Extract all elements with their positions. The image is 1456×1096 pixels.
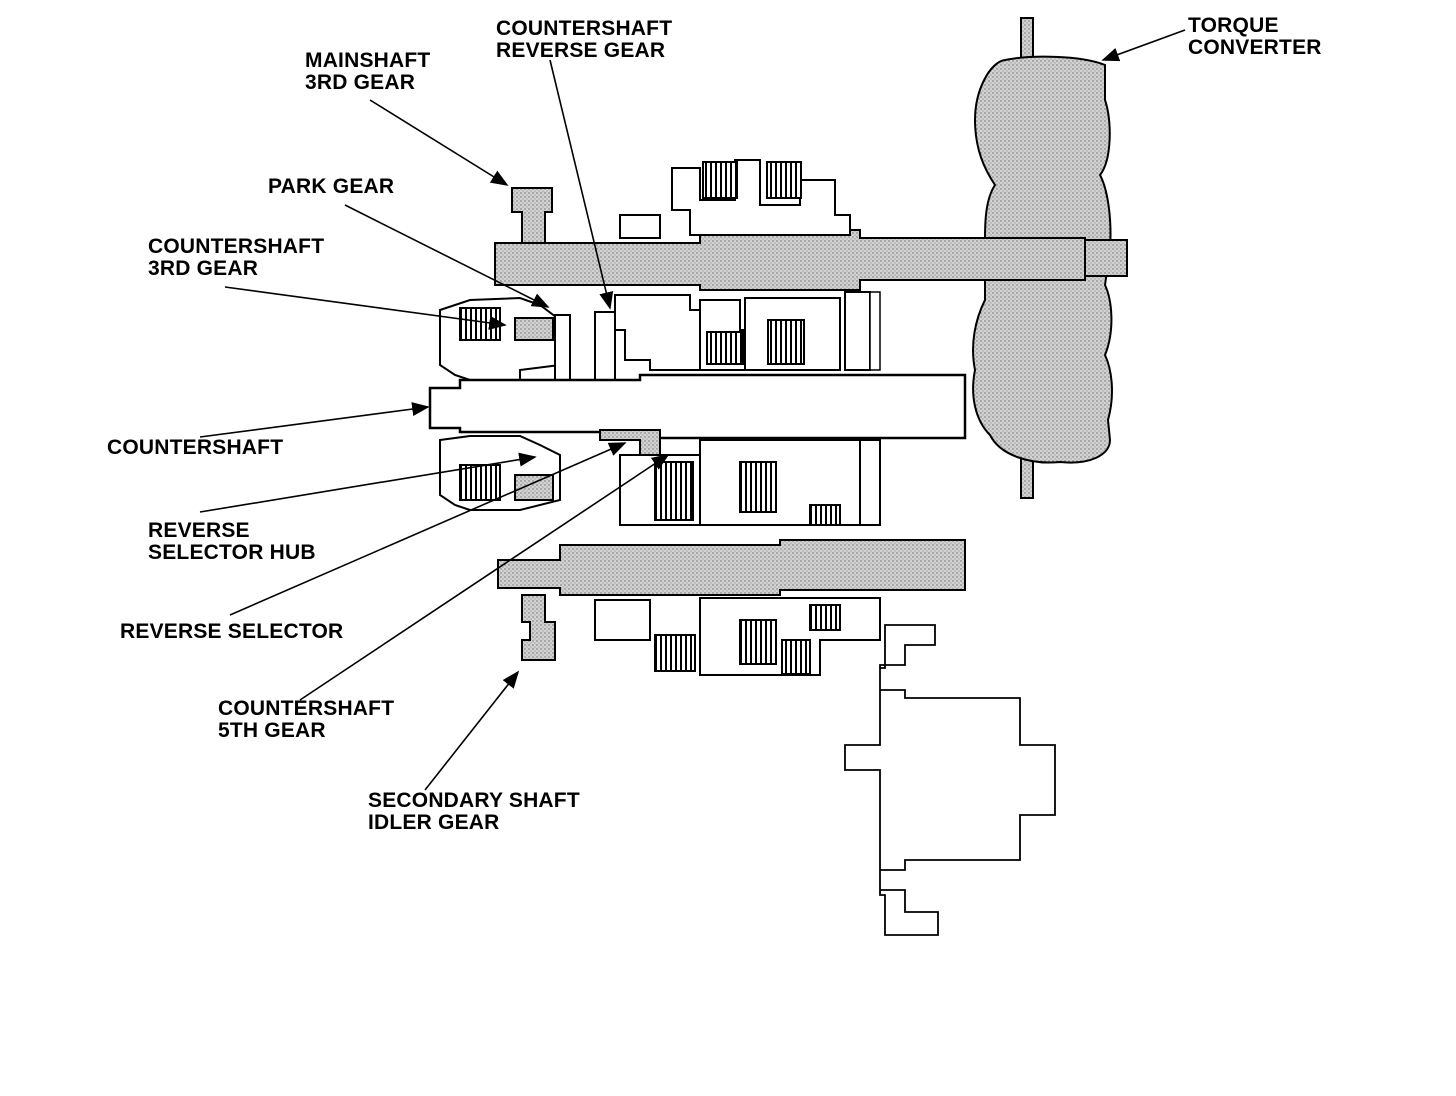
label-secondary-shaft-idler-gear: SECONDARY SHAFT IDLER GEAR	[368, 789, 580, 834]
countershaft	[428, 373, 967, 440]
differential	[844, 624, 1056, 936]
label-countershaft-3rd-gear: COUNTERSHAFT 3RD GEAR	[148, 235, 325, 280]
label-torque-converter: TORQUE CONVERTER	[1188, 14, 1322, 59]
label-park-gear: PARK GEAR	[268, 175, 395, 198]
countershaft-lower-gears	[439, 429, 881, 526]
leader-lines	[199, 29, 1186, 791]
leader-countershaft	[199, 402, 430, 438]
mainshaft	[494, 159, 1086, 291]
label-mainshaft-3rd-gear: MAINSHAFT 3RD GEAR	[305, 49, 431, 94]
label-countershaft-5th-gear: COUNTERSHAFT 5TH GEAR	[218, 697, 395, 742]
label-reverse-selector: REVERSE SELECTOR	[120, 620, 344, 643]
leader-countershaft-reverse-gear	[549, 59, 614, 310]
label-countershaft: COUNTERSHAFT	[107, 436, 284, 459]
leader-secondary-shaft-idler-gear	[424, 670, 520, 791]
label-countershaft-reverse-gear: COUNTERSHAFT REVERSE GEAR	[496, 17, 673, 62]
leader-reverse-selector-hub	[199, 452, 537, 513]
countershaft-upper-gears	[439, 291, 881, 381]
leader-park-gear	[344, 204, 550, 308]
secondary-shaft	[497, 539, 966, 676]
leader-countershaft-5th-gear	[299, 454, 670, 701]
leader-reverse-selector	[229, 442, 627, 616]
label-reverse-selector-hub: REVERSE SELECTOR HUB	[148, 519, 316, 564]
leader-countershaft-3rd-gear	[224, 286, 507, 330]
leader-mainshaft-3rd-gear	[369, 99, 509, 186]
leader-torque-converter	[1101, 29, 1186, 62]
